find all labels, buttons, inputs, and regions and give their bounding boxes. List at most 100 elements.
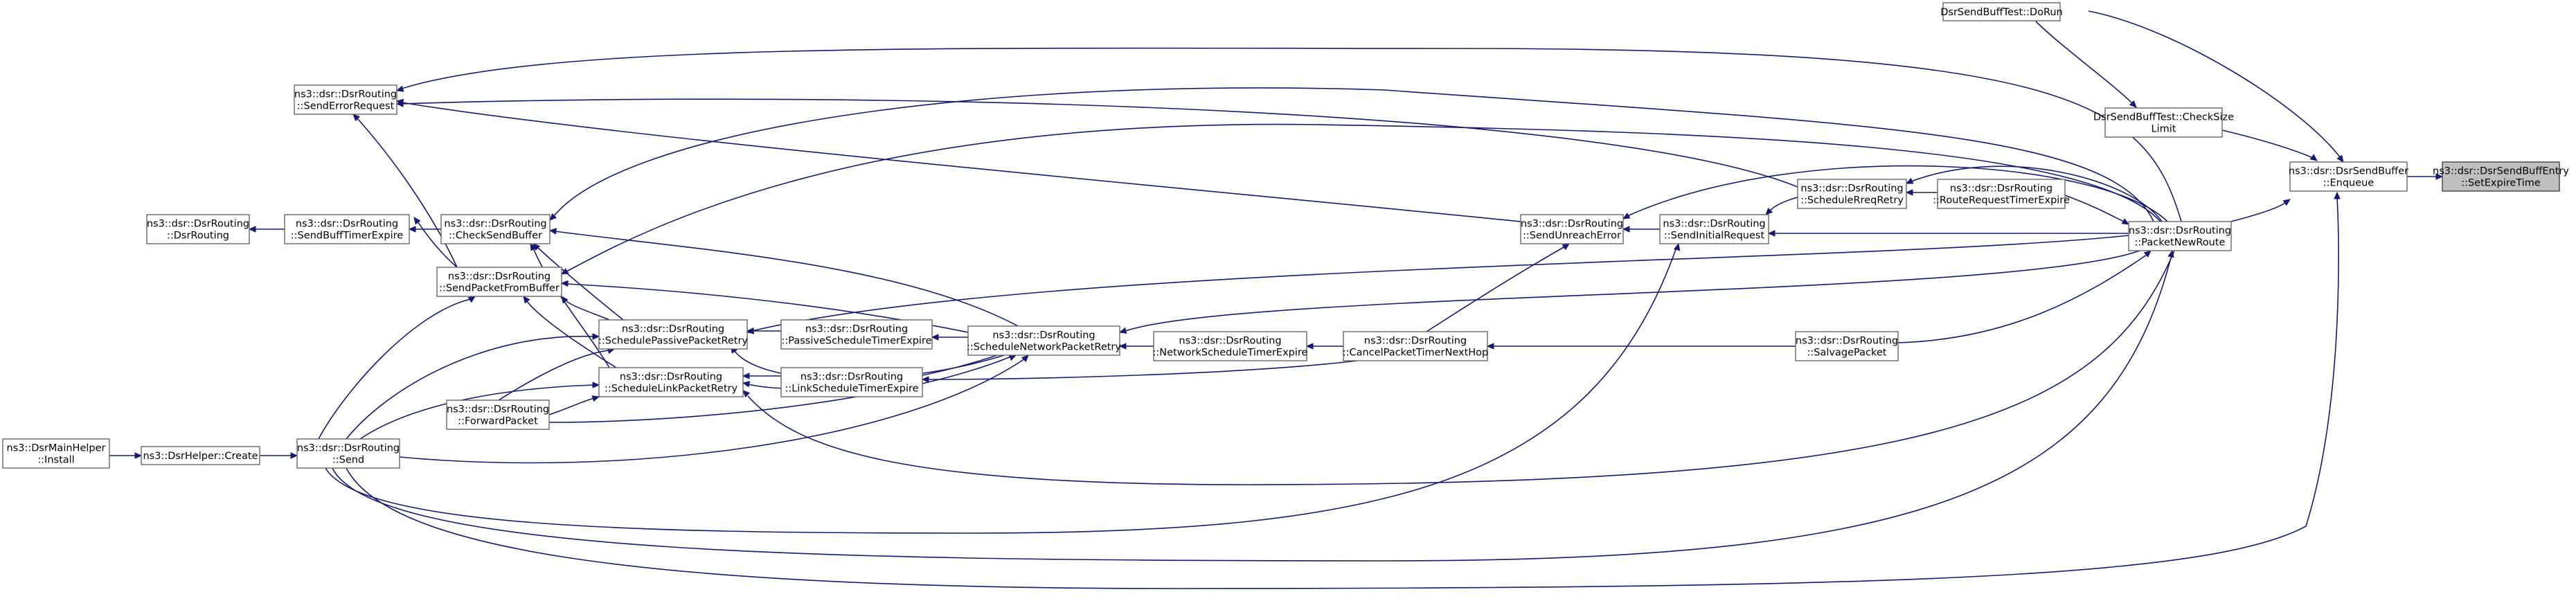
edge-send-sendfrombuffer [318,296,476,440]
edge-send-sendinitial [325,242,1681,534]
node-label-line: ::CancelPacketTimerNextHop [1343,348,1489,359]
node-label-line: ::ScheduleNetworkPacketRetry [967,342,1121,353]
call-nodes: ns3::dsr::DsrSendBuffEntry::SetExpireTim… [2,2,2569,469]
edge-packetnew-checksendbuffer [549,87,2154,222]
edge-packetnew-schednetwork [1118,250,2140,334]
node-label-line: ns3::dsr::DsrRouting [620,372,722,383]
edge-schednetwork-checksendbuffer [548,228,1019,327]
edge-sendunreach-senderror [395,98,1521,222]
node-cancelnexthop[interactable]: ns3::dsr::DsrRouting::CancelPacketTimerN… [1343,331,1489,361]
node-schednetwork[interactable]: ns3::dsr::DsrRouting::ScheduleNetworkPac… [967,325,1121,356]
node-dsrrouting[interactable]: ns3::dsr::DsrRouting::DsrRouting [146,214,250,244]
node-schedpassive[interactable]: ns3::dsr::DsrRouting::SchedulePassivePac… [598,319,748,350]
node-label-line: ns3::DsrMainHelper [7,443,106,454]
node-setexpire[interactable]: ns3::dsr::DsrSendBuffEntry::SetExpireTim… [2433,161,2569,192]
edge-send-enqueue [346,191,2341,589]
node-label-line: ::SendBuffTimerExpire [291,231,403,242]
node-label-line: ns3::dsr::DsrRouting [447,404,549,415]
node-label-line: DsrSendBuffTest::DoRun [1940,7,2063,18]
node-helpercreate[interactable]: ns3::DsrHelper::Create [141,446,260,465]
node-label-line: ns3::dsr::DsrRouting [1796,336,1898,347]
node-sendbufftimer[interactable]: ns3::dsr::DsrRouting::SendBuffTimerExpir… [284,214,410,244]
node-label-line: ::SendPacketFromBuffer [439,283,560,294]
node-label-line: ns3::dsr::DsrRouting [1800,183,1903,195]
edge-schedreq-routereq [1905,189,1938,196]
node-label-line: ::SendInitialRequest [1664,231,1765,242]
node-label-line: Limit [2152,124,2176,135]
edge-schedpassive-sendfrombuffer [561,296,610,321]
edge-enqueue-setexpire [2407,173,2444,180]
node-send[interactable]: ns3::dsr::DsrRouting::Send [296,438,400,469]
node-schedulereq[interactable]: ns3::dsr::DsrRouting::ScheduleRreqRetry [1797,179,1907,209]
edge-linksched-schedlink [742,373,781,379]
node-linksched[interactable]: ns3::dsr::DsrRouting::LinkScheduleTimerE… [780,367,923,397]
edge-send-packetnewroute [332,249,2174,562]
edge-salvage-cancelnexthop [1486,343,1796,350]
edge-packetnewroute-enqueue [2230,199,2291,222]
edge-dorun-checksize [2035,21,2137,108]
node-label-line: ::PassiveScheduleTimerExpire [781,336,931,347]
node-networksched[interactable]: ns3::dsr::DsrRouting::NetworkScheduleTim… [1153,331,1308,361]
edge-packetnew-sendunreach [1622,165,2168,222]
edge-sendinitial-sendunreach [1622,226,1660,233]
node-label-line: ::CheckSendBuffer [449,231,542,242]
node-routereqtimer[interactable]: ns3::dsr::DsrRouting::RouteRequestTimerE… [1933,179,2070,209]
call-edges [109,10,2444,589]
node-label-line: ns3::dsr::DsrRouting [1950,183,2052,195]
node-label-line: ns3::dsr::DsrRouting [2129,226,2231,237]
node-label-line: ::PacketNewRoute [2135,237,2226,249]
node-label-line: ns3::dsr::DsrRouting [992,330,1095,341]
node-label-line: ns3::dsr::DsrSendBuffEntry [2433,166,2569,177]
edge-sendfrombuffer-senderror [352,114,458,268]
node-label-line: ns3::dsr::DsrRouting [448,271,551,282]
node-salvage[interactable]: ns3::dsr::DsrRouting::SalvagePacket [1795,331,1899,361]
edge-send-schednetwork [399,355,1029,464]
node-mainhelperinstall[interactable]: ns3::DsrMainHelper::Install [2,438,110,469]
edge-cancelnexthop-linksched [921,360,1358,383]
node-enqueue[interactable]: ns3::dsr::DsrSendBuffer::Enqueue [2289,161,2408,192]
edge-salvage-packetnew [1897,250,2152,343]
node-checksendbuffer[interactable]: ns3::dsr::DsrRouting::CheckSendBuffer [440,214,551,244]
node-label-line: ::Install [37,455,74,466]
node-label-line: ::SchedulePassivePacketRetry [598,336,748,347]
node-sendunreach[interactable]: ns3::dsr::DsrRouting::SendUnreachError [1520,214,1624,244]
node-sendinitial[interactable]: ns3::dsr::DsrRouting::SendInitialRequest [1659,214,1769,244]
node-label-line: ns3::DsrHelper::Create [143,451,258,462]
edge-cancelnexthop-sendunreach [1426,243,1571,332]
node-forwardpacket[interactable]: ns3::dsr::DsrRouting::ForwardPacket [446,400,550,430]
node-passivesched[interactable]: ns3::dsr::DsrRouting::PassiveScheduleTim… [780,319,933,350]
edge-packetnew-senderror [395,47,2182,222]
node-label-line: ::NetworkScheduleTimerExpire [1153,348,1308,359]
edge-schedreq-sendinitial [1765,197,1798,215]
edge-schednetwork-passivesched [931,334,968,341]
node-packetnewroute[interactable]: ns3::dsr::DsrRouting::PacketNewRoute [2128,221,2232,251]
edge-packetnew-schedpassive [746,235,2129,334]
node-label-line: ::SendErrorRequest [297,101,395,112]
node-label-line: ::Enqueue [2323,178,2374,189]
node-dorun[interactable]: DsrSendBuffTest::DoRun [1940,2,2063,21]
node-label-line: ns3::dsr::DsrRouting [805,324,908,335]
node-schedlink[interactable]: ns3::dsr::DsrRouting::ScheduleLinkPacket… [598,367,744,397]
edge-packetnew-schedlink [742,250,2175,485]
node-sendfrombuffer[interactable]: ns3::dsr::DsrRouting::SendPacketFromBuff… [436,267,562,297]
node-label-line: ::SalvagePacket [1807,348,1887,359]
node-label-line: ns3::dsr::DsrRouting [800,372,903,383]
edge-schedreq-senderror [395,98,1798,188]
node-label-line: ::DsrRouting [167,231,229,242]
node-label-line: ns3::dsr::DsrRouting [296,219,398,230]
node-label-line: ::ScheduleLinkPacketRetry [605,384,738,395]
node-label-line: ns3::dsr::DsrRouting [294,89,397,100]
node-label-line: ::SendUnreachError [1523,231,1621,242]
node-label-line: ns3::dsr::DsrRouting [1663,219,1765,230]
node-label-line: DsrSendBuffTest::CheckSize [2093,112,2234,123]
node-label-line: ::ForwardPacket [458,416,538,427]
node-label-line: ::SetExpireTime [2461,178,2541,189]
node-senderror[interactable]: ns3::dsr::DsrRouting::SendErrorRequest [294,84,397,115]
node-label-line: ns3::dsr::DsrRouting [147,219,249,230]
edge-mainhelper-helpercreate [109,452,143,459]
edge-schedlink-checksendbuffer [530,242,610,368]
node-label-line: ns3::dsr::DsrRouting [297,443,400,454]
node-label-line: ns3::dsr::DsrRouting [1521,219,1623,230]
